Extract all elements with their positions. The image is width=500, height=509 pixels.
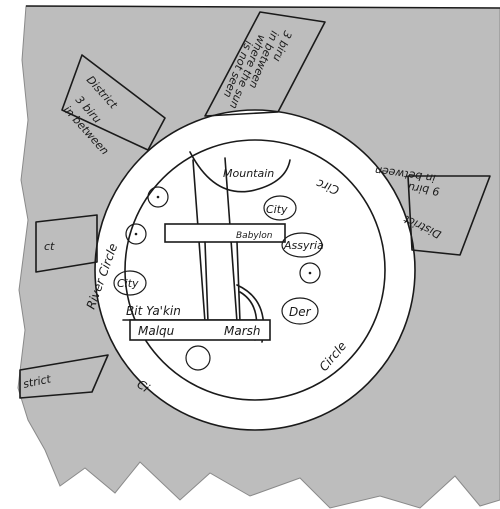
label-district-lower-left: strict: [22, 372, 53, 391]
label-mountain: Mountain: [223, 167, 274, 180]
river-upper: [204, 241, 209, 323]
city-left-outline: [113, 270, 147, 296]
tablet-top-edge: [25, 5, 500, 9]
label-der: Der: [289, 305, 312, 319]
label-marsh: Marsh: [224, 324, 261, 338]
district-top: [204, 11, 326, 117]
label-assyria: Assyria: [283, 239, 324, 252]
label-malqu: Malqu: [138, 324, 175, 338]
district-upper-left: [61, 54, 166, 151]
town-dot-1: [156, 195, 160, 199]
label-bit-yakin: Bit Ya'kin: [126, 304, 181, 318]
river-lower: [236, 241, 241, 323]
der-outline: [281, 297, 319, 325]
mountain-curve: [189, 151, 291, 193]
babylon-bar: [164, 223, 286, 243]
town-circle-4: [185, 345, 211, 371]
label-ct-left: ct: [44, 240, 55, 253]
assyria-outline: [281, 232, 323, 258]
district-lower-left: [19, 354, 109, 399]
city-right-outline: [263, 195, 297, 221]
label-city-right: City: [266, 203, 288, 216]
label-city-left: City: [117, 277, 139, 290]
town-circle-3: [299, 262, 321, 284]
town-circle-2: [125, 223, 147, 245]
malqu-band: [129, 319, 271, 341]
label-biru-right-1: 9 biru: [407, 181, 441, 198]
town-dot-3: [308, 271, 312, 275]
district-right: [407, 175, 491, 256]
district-left-middle: [35, 214, 98, 273]
label-babylon: Babylon: [236, 231, 273, 241]
town-dot-2: [134, 232, 138, 236]
town-circle-1: [147, 186, 169, 208]
